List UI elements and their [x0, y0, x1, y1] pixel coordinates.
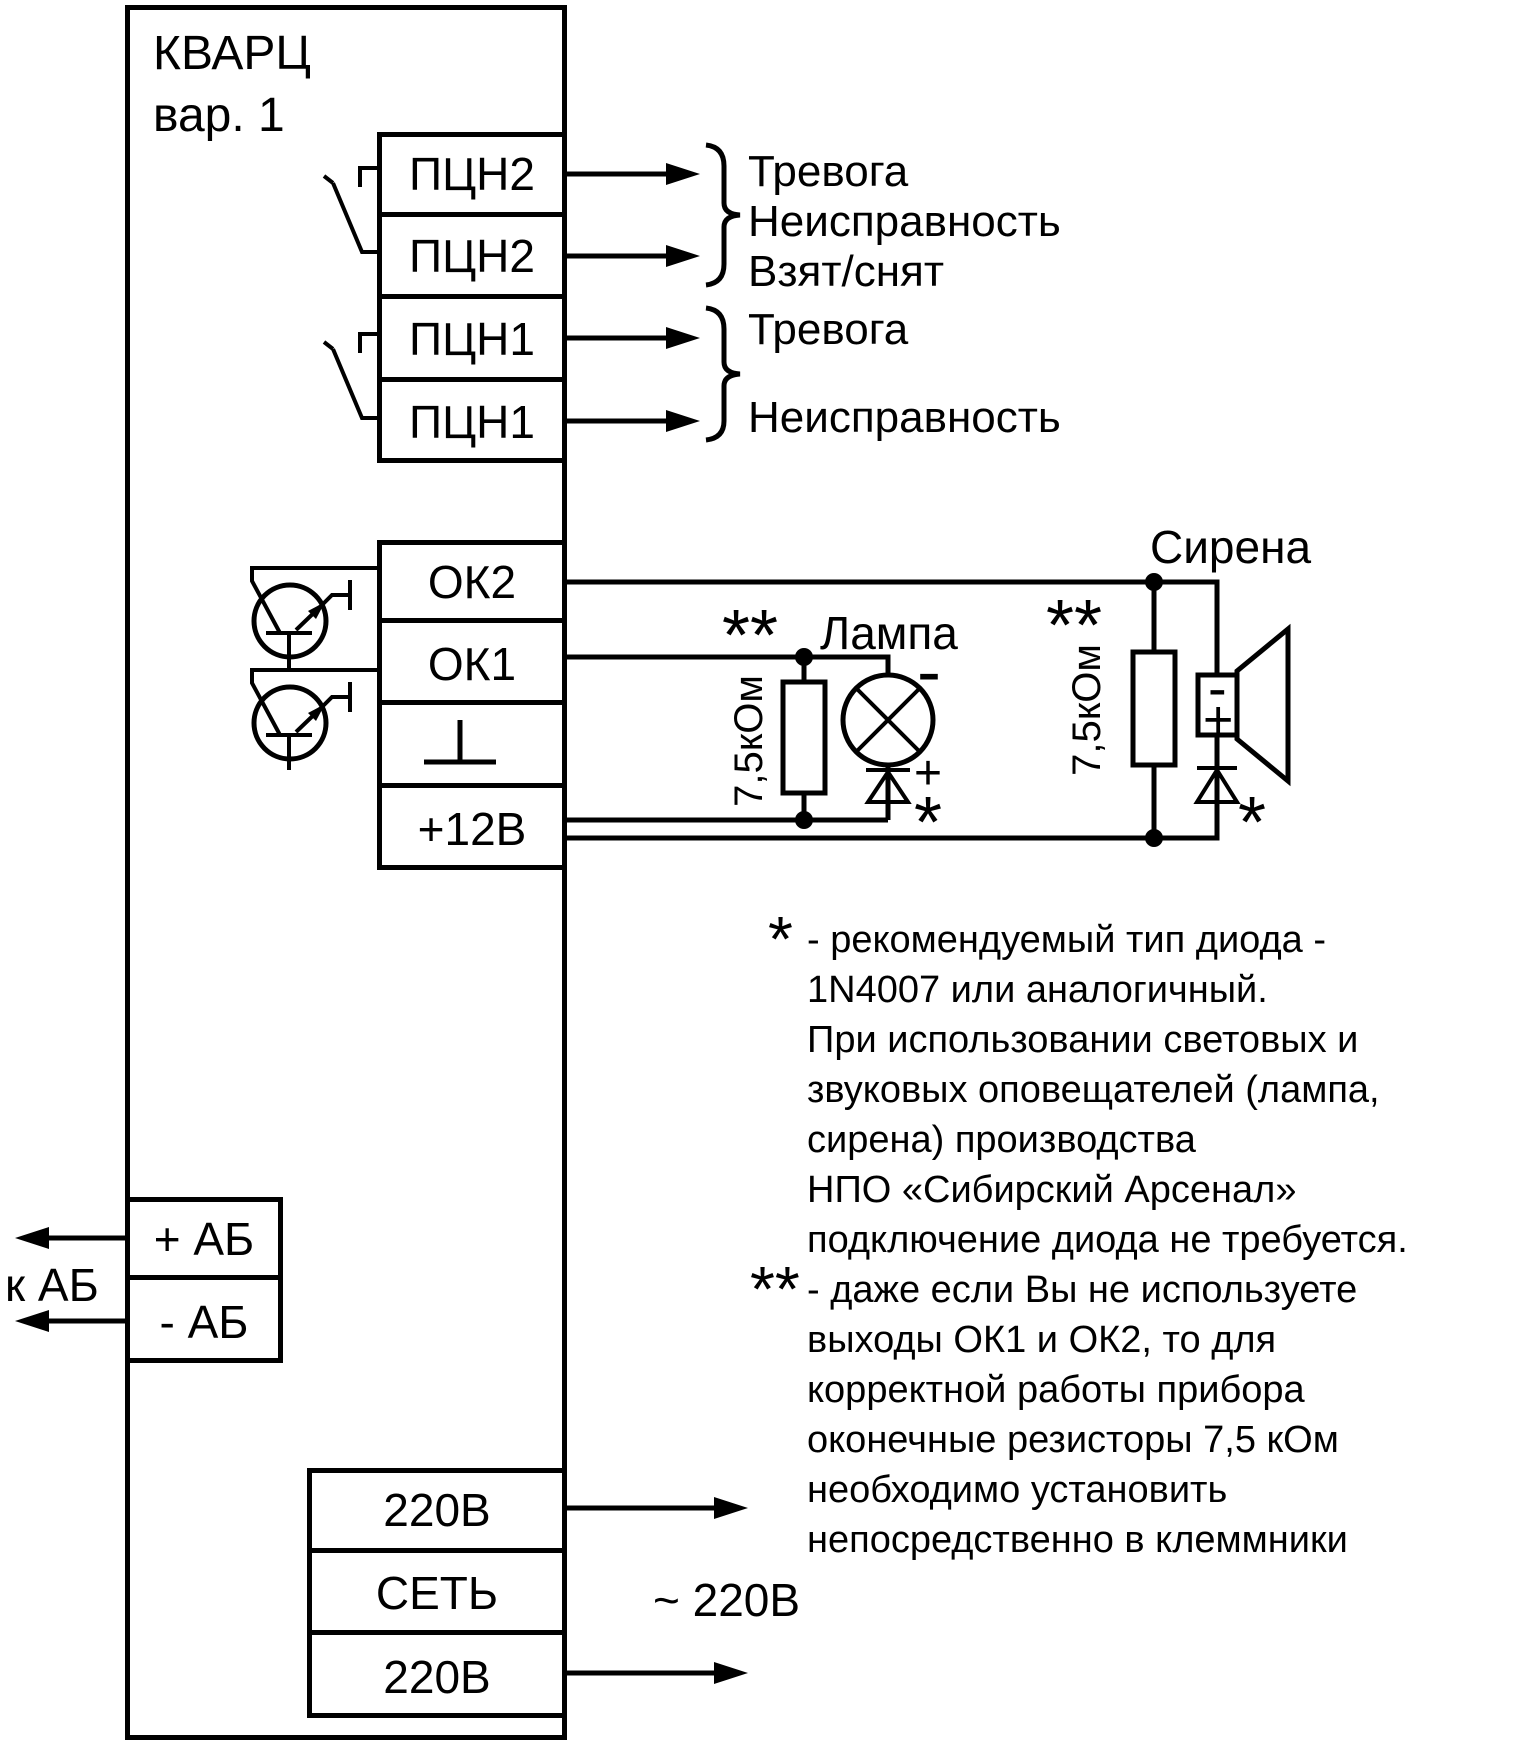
footnote-2-text: - даже если Вы не используете выходы ОК1… — [807, 1265, 1357, 1565]
pcn2-output-label-3: Взят/снят — [748, 247, 945, 296]
relay-contact-icon — [322, 166, 377, 420]
power-separator-2 — [307, 1630, 567, 1635]
lamp-resistor — [780, 679, 828, 796]
footnote-1-line-2: 1N4007 или аналогичный. — [807, 969, 1268, 1011]
siren-speaker-icon — [1195, 672, 1240, 738]
terminal-set: СЕТЬ — [375, 1567, 499, 1619]
mains-output-wires — [567, 1505, 718, 1676]
lamp-minus-sign: - — [917, 632, 941, 712]
ok-terminal-block — [377, 540, 567, 870]
pcn-separator-3 — [377, 377, 567, 382]
footnote-1-bullet: * — [768, 903, 793, 975]
speaker-plus-sign: + — [1203, 691, 1234, 749]
pcn-separator-2 — [377, 294, 567, 299]
mains-voltage-label: ~ 220В — [653, 1574, 801, 1626]
footnote-1-line-5: сирена) производства — [807, 1119, 1196, 1161]
pcn-separator-1 — [377, 212, 567, 217]
battery-separator — [125, 1275, 283, 1280]
pcn1-output-label-1: Тревога — [748, 305, 909, 354]
footnote-1-line-1: - рекомендуемый тип диода - — [807, 919, 1326, 961]
terminal-battery-minus: - АБ — [159, 1295, 249, 1348]
lamp-resistor-stars: ** — [722, 596, 779, 676]
group-braces — [705, 142, 741, 443]
pcn2-output-label-2: Неисправность — [748, 197, 1061, 246]
open-collector-transistor-icon — [250, 668, 377, 770]
footnote-1-line-4: звуковых оповещателей (лампа, — [807, 1069, 1380, 1111]
terminal-battery-plus: + АБ — [153, 1212, 255, 1265]
lamp-icon-cross — [854, 686, 922, 754]
ok-separator-1 — [377, 618, 567, 623]
ground-icon — [424, 720, 496, 765]
footnote-1-line-3: При использовании световых и — [807, 1019, 1359, 1061]
terminal-pcn1-b: ПЦН1 — [409, 395, 535, 448]
footnote-2-line-4: оконечные резисторы 7,5 кОм — [807, 1419, 1339, 1461]
lamp-circuit — [780, 657, 936, 820]
device-title: КВАРЦ — [153, 27, 311, 80]
pcn1-output-label-2: Неисправность — [748, 393, 1061, 442]
terminal-pcn1-a: ПЦН1 — [409, 312, 535, 365]
terminal-plus12v: +12В — [417, 803, 527, 855]
siren-diode-star: * — [1238, 783, 1267, 863]
arrowheads — [15, 163, 748, 1684]
junction-dots — [795, 573, 1163, 847]
pcn-output-wires — [567, 171, 672, 424]
ok-separator-3 — [377, 783, 567, 788]
battery-wires — [45, 1235, 125, 1324]
battery-terminal-block — [125, 1197, 283, 1363]
footnote-2-line-1: - даже если Вы не используете — [807, 1269, 1358, 1311]
open-collector-transistor-icon — [250, 566, 377, 668]
terminal-pcn2-b: ПЦН2 — [409, 230, 535, 282]
diode-icon — [864, 768, 912, 804]
siren-speaker-horn — [1234, 623, 1291, 787]
plus12v-wire-lower — [567, 735, 1220, 841]
footnote-1-line-6: НПО «Сибирский Арсенал» — [807, 1169, 1297, 1211]
footnote-2-line-6: непосредственно в клеммники — [807, 1519, 1348, 1561]
diode-icon — [1193, 766, 1241, 804]
power-terminal-block — [307, 1468, 567, 1718]
siren-resistor — [1130, 649, 1178, 768]
terminal-pcn2-a: ПЦН2 — [409, 147, 535, 200]
speaker-minus-sign: - — [1208, 656, 1227, 719]
terminal-ok1: ОК1 — [427, 638, 517, 690]
siren-resistor-stars: ** — [1046, 586, 1103, 666]
footnote-1-text: - рекомендуемый тип диода - 1N4007 или а… — [807, 915, 1408, 1265]
footnote-2-line-3: корректной работы прибора — [807, 1369, 1305, 1411]
battery-label: к АБ — [5, 1259, 99, 1311]
lamp-label: Лампа — [820, 607, 958, 659]
lamp-resistor-value: 7,5кОм — [727, 675, 771, 807]
footnote-2-bullet: ** — [750, 1253, 800, 1325]
ok1-wire — [567, 654, 891, 675]
lamp-icon — [840, 672, 936, 768]
device-variant: вар. 1 — [153, 89, 285, 142]
power-separator-1 — [307, 1548, 567, 1553]
ok-separator-2 — [377, 700, 567, 705]
footnote-1-line-7: подключение диода не требуется. — [807, 1219, 1408, 1261]
siren-label: Сирена — [1150, 521, 1312, 573]
lamp-plus-sign: + — [914, 747, 943, 800]
terminal-220v-a: 220В — [383, 1483, 491, 1536]
terminal-220v-b: 220В — [383, 1650, 491, 1703]
pcn2-output-label-1: Тревога — [748, 147, 909, 196]
lamp-diode-star: * — [914, 783, 943, 863]
footnote-2-line-5: необходимо установить — [807, 1469, 1228, 1511]
siren-resistor-value: 7,5кОм — [1065, 644, 1109, 776]
ok2-wire — [567, 579, 1220, 675]
siren-circuit — [1130, 582, 1291, 838]
terminal-ok2: ОК2 — [427, 555, 517, 608]
footnote-2-line-2: выходы ОК1 и ОК2, то для — [807, 1319, 1277, 1361]
